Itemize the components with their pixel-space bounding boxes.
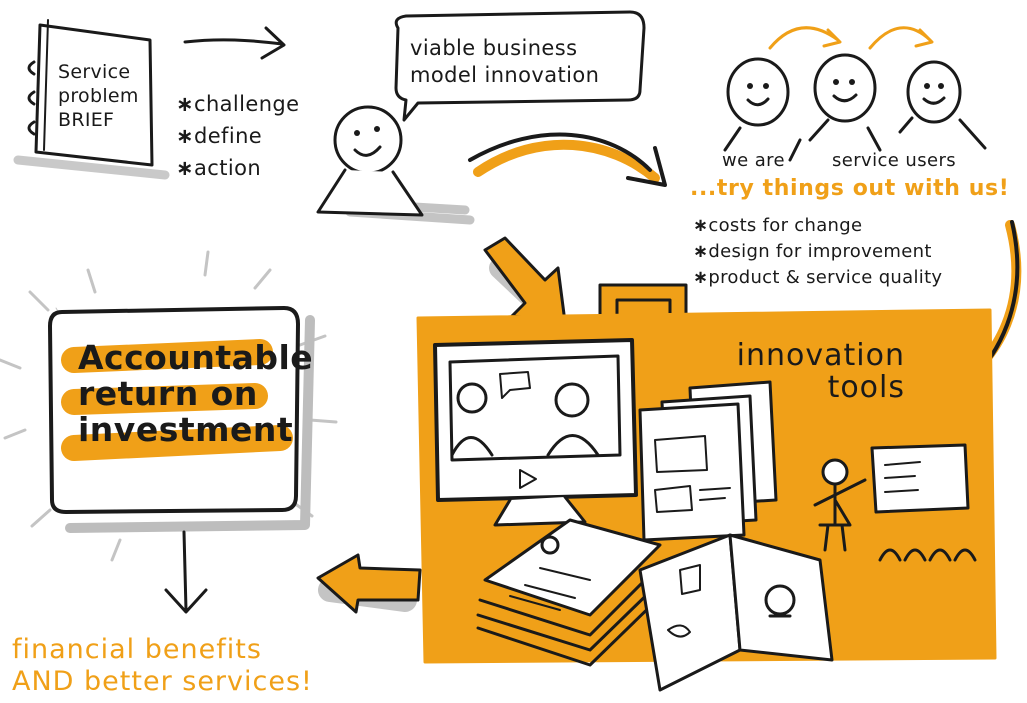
users-label-right: service users [832,150,957,171]
block-arrow-down-icon [483,236,567,324]
curved-arrow-icon [468,132,652,172]
arrow-right-icon [183,26,286,60]
step-item: define [176,120,299,152]
presenter-icon [813,443,977,562]
speech-line: model innovation [410,63,600,87]
innovation-tools-label: innovation tools [690,340,905,404]
step-item: challenge [176,88,299,120]
roi-line: return on [78,374,258,413]
notebook-icon [13,19,170,180]
speech-line: viable business [410,36,578,60]
outcome-line: AND better services! [12,666,313,697]
brief-line: problem [58,85,139,107]
service-users-icon [723,53,987,162]
arrow-down-icon [164,530,208,614]
monitor-icon [433,338,638,527]
step-item: action [176,152,299,184]
consideration-item: design for improvement [693,239,942,265]
documents-stack-icon [476,518,667,667]
brief-line: Service [58,61,131,83]
service-problem-brief: Service problem BRIEF [58,60,148,132]
speech-bubble [394,10,646,122]
tagline: ...try things out with us! [690,176,1010,201]
roi-line: Accountable [78,338,314,377]
person-icon [316,105,424,217]
roi-text: Accountable return on investment [78,338,314,449]
brief-line: BRIEF [58,109,115,131]
consideration-item: costs for change [693,213,942,239]
users-label-left: we are [722,150,786,171]
outcome-line: financial benefits [12,634,262,665]
considerations-list: costs for change design for improvement … [693,213,942,291]
roi-line: investment [78,410,294,449]
block-arrow-left-icon [316,553,422,614]
outcome-text: financial benefits AND better services! [12,634,313,698]
consideration-item: product & service quality [693,265,942,291]
documents-icon [638,380,778,542]
speech-text: viable business model innovation [410,35,599,89]
tools-line: innovation [736,338,905,373]
open-book-icon [638,533,834,692]
tools-line: tools [827,370,905,405]
steps-list: challenge define action [176,88,299,184]
